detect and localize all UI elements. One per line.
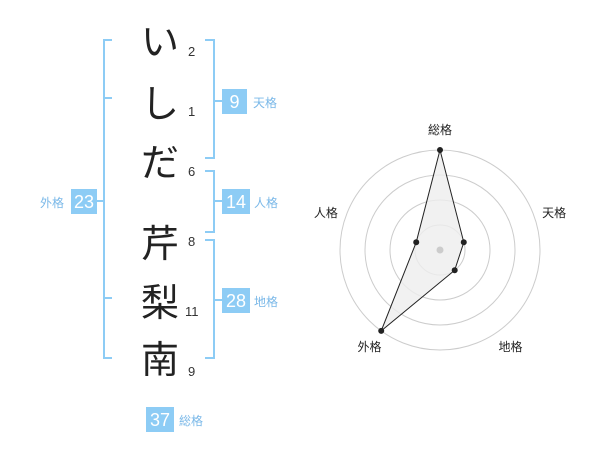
radar-point-2: [460, 239, 467, 246]
name-char-6: 南: [141, 338, 179, 382]
stroke-count-5: 11: [185, 304, 199, 319]
stroke-count-2: 1: [188, 104, 195, 119]
name-characters: い し だ 芹 梨 南: [141, 20, 179, 382]
radar-axis-label-4: 外格: [357, 339, 381, 354]
radar-point-5: [413, 239, 420, 246]
soukaku-value: 37: [150, 410, 170, 430]
tenkaku-bracket: [205, 39, 215, 159]
gaikaku-bracket: [103, 39, 112, 359]
stroke-counts: 2 1 6 8 11 9: [185, 44, 199, 379]
jinkaku-value: 14: [226, 192, 246, 212]
jinkaku-bracket: [205, 170, 215, 233]
tenkaku-label: 天格: [253, 95, 277, 110]
brackets: [97, 39, 222, 359]
gaikaku-value: 23: [74, 192, 94, 212]
soukaku-badge: [146, 407, 174, 432]
jinkaku-label: 人格: [254, 195, 278, 210]
radar-point-3: [451, 267, 458, 274]
name-char-2: し: [141, 82, 179, 126]
jinkaku-badge: [222, 189, 250, 214]
tenkaku-badge: [222, 89, 247, 114]
stroke-count-6: 9: [188, 364, 195, 379]
name-char-3: だ: [141, 141, 179, 185]
stroke-count-3: 6: [188, 164, 195, 179]
soukaku-label: 総格: [179, 413, 203, 428]
stroke-count-4: 8: [188, 234, 195, 249]
radar-axis-label-5: 人格: [314, 205, 338, 220]
radar-area: [380, 149, 465, 332]
name-char-4: 芹: [141, 222, 179, 266]
chikaku-bracket: [205, 239, 215, 359]
radar-axis-label-2: 天格: [542, 205, 566, 220]
radar-point-4: [378, 327, 385, 334]
name-char-5: 梨: [141, 281, 179, 325]
radar-axis-label-1: 総格: [428, 122, 452, 137]
radar-points: [378, 147, 467, 334]
chikaku-badge: [222, 288, 250, 313]
chikaku-label: 地格: [254, 294, 278, 309]
gaikaku-badge: [71, 189, 97, 214]
name-char-1: い: [141, 20, 179, 64]
gaikaku-label: 外格: [40, 195, 64, 210]
radar-center-dot: [436, 246, 444, 254]
chikaku-value: 28: [226, 291, 246, 311]
radar-axis-label-3: 地格: [498, 339, 522, 354]
radar-point-1: [437, 147, 443, 153]
tenkaku-value: 9: [229, 92, 239, 112]
kakusu-badges: 9 天格 14 人格 28 地格 外格 23 37 総格: [40, 89, 278, 432]
stroke-count-1: 2: [188, 44, 195, 59]
